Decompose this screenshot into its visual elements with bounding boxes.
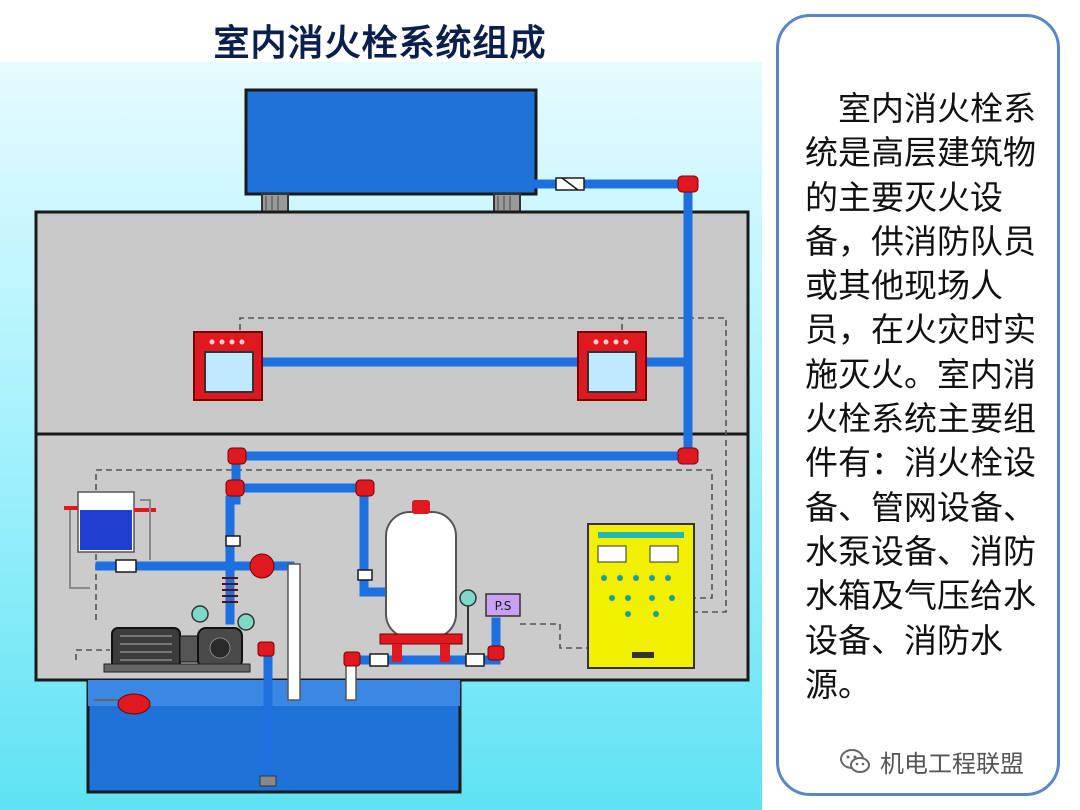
pressure-switch-label: P.S	[495, 599, 512, 613]
pressure-gauges	[191, 589, 477, 654]
slide-title: 室内消火栓系统组成	[213, 23, 547, 64]
gate-valves	[115, 535, 485, 667]
fire-water-pool	[86, 678, 462, 794]
pump-control-panel	[587, 523, 695, 669]
flexible-joint	[222, 577, 238, 603]
small-water-tank	[64, 491, 156, 589]
pressure-tank	[379, 500, 463, 662]
fire-pump	[103, 627, 251, 673]
roof-tank-valve	[555, 177, 585, 191]
roof-water-tank	[244, 88, 538, 213]
wechat-icon	[840, 749, 870, 773]
hydrant-cabinet-left	[193, 331, 263, 401]
watermark: 机电工程联盟	[838, 744, 1024, 778]
hydrant-system-diagram: P.S	[0, 62, 762, 810]
pressure-switch: P.S	[485, 593, 521, 617]
hydrant-cabinet-right	[577, 331, 647, 401]
watermark-text: 机电工程联盟	[880, 749, 1024, 778]
pipe-fittings	[225, 175, 699, 667]
description-panel: 室内消火栓系统是高层建筑物的主要灭火设备，供消防队员或其他现场人员，在火灾时实施…	[776, 14, 1060, 796]
float-valve	[94, 693, 151, 715]
drain-pipes	[287, 563, 357, 701]
foot-valve	[259, 775, 277, 787]
description-text: 室内消火栓系统是高层建筑物的主要灭火设备，供消防队员或其他现场人员，在火灾时实施…	[805, 89, 1036, 704]
